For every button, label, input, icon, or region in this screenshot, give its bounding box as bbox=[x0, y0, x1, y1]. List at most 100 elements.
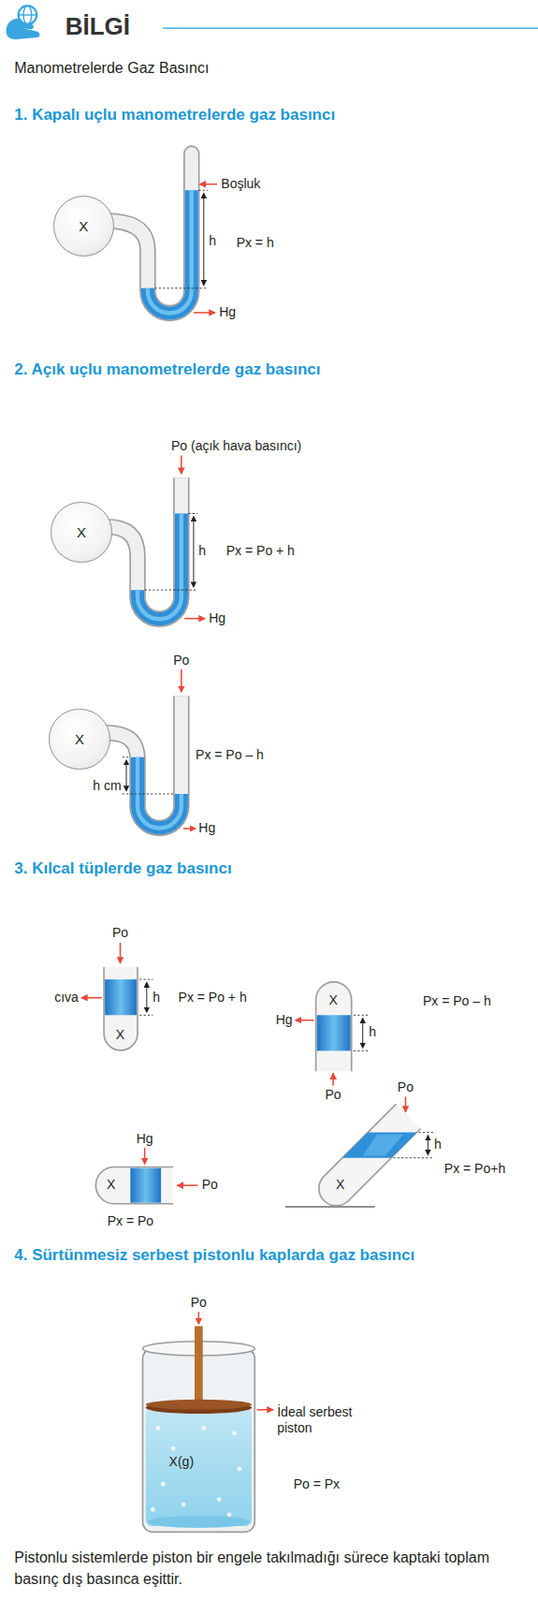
height-label: h bbox=[208, 232, 217, 249]
section-heading: 4. Sürtünmesiz serbest pistonlu kaplarda… bbox=[14, 1244, 415, 1264]
drawing-part bbox=[237, 1465, 243, 1470]
drawing-part bbox=[145, 1398, 252, 1410]
drawing-part bbox=[392, 1156, 433, 1158]
drawing-part bbox=[81, 996, 102, 999]
drawing-part bbox=[155, 1424, 160, 1430]
drawing-part bbox=[285, 1205, 376, 1207]
drawing-part bbox=[150, 1506, 156, 1512]
formula: Px = Po + h bbox=[226, 542, 295, 559]
gas-name: X bbox=[76, 523, 87, 540]
capillary-down bbox=[295, 981, 368, 1086]
drawing-part bbox=[183, 827, 196, 829]
drawing-part bbox=[332, 1072, 335, 1085]
drawing-part bbox=[137, 512, 182, 619]
callout-label: Po bbox=[112, 924, 129, 941]
drawing-part bbox=[147, 189, 192, 313]
drawing-part bbox=[103, 966, 138, 1050]
drawing-part bbox=[363, 1134, 405, 1156]
drawing-part bbox=[203, 193, 204, 286]
height-label: h bbox=[198, 542, 206, 559]
gas-bulb: X bbox=[50, 501, 112, 563]
drawing-part bbox=[199, 183, 218, 186]
callout-label: Hg bbox=[208, 610, 226, 626]
formula: Px = Po + h bbox=[178, 988, 248, 1005]
title: BİLGİ bbox=[65, 13, 131, 43]
callout-label: Po bbox=[325, 1085, 342, 1102]
drawing-part bbox=[194, 1324, 204, 1403]
formula: Px = Po bbox=[107, 1211, 154, 1228]
drawing-part bbox=[137, 756, 182, 829]
drawing-part bbox=[105, 153, 191, 313]
drawing-part bbox=[353, 1049, 368, 1051]
callout-label: Hg bbox=[136, 1130, 154, 1147]
drawing-part bbox=[137, 512, 182, 619]
drawing-part bbox=[198, 189, 208, 191]
drawing-part bbox=[145, 1407, 252, 1526]
gas-name: X bbox=[78, 218, 88, 234]
callout-label: Hg bbox=[198, 819, 216, 836]
drawing-part bbox=[405, 1095, 408, 1111]
drawing-part bbox=[104, 978, 137, 1015]
drawing-part bbox=[126, 759, 128, 791]
drawing-part bbox=[198, 1310, 201, 1324]
height-label: h bbox=[152, 988, 160, 1005]
drawing-part bbox=[176, 1183, 198, 1186]
drawing-part bbox=[160, 1481, 166, 1486]
drawing-part bbox=[201, 1424, 206, 1430]
drawing-part bbox=[193, 311, 216, 314]
callout-label: Po bbox=[397, 1077, 414, 1094]
drawing-part bbox=[184, 617, 205, 620]
open-manometer-high bbox=[105, 454, 205, 619]
gas-label: X bbox=[335, 1176, 345, 1193]
callout-label: İdeal serbest piston bbox=[276, 1403, 374, 1436]
drawing-part bbox=[147, 189, 192, 313]
callout-label: Boşluk bbox=[220, 175, 261, 192]
piston-vessel bbox=[142, 1310, 273, 1531]
formula: Px = h bbox=[236, 234, 275, 251]
height-label: h bbox=[434, 1134, 442, 1151]
callout-label: Po bbox=[190, 1293, 207, 1309]
drawing-part bbox=[103, 695, 182, 828]
drawing-part bbox=[122, 756, 131, 757]
gas-label: X bbox=[116, 1026, 125, 1043]
drawing-part bbox=[144, 1147, 146, 1164]
drawing-part bbox=[122, 792, 175, 794]
callout-label: Po (açık hava basıncı) bbox=[171, 436, 302, 453]
drawing-part bbox=[311, 1103, 421, 1212]
drawing-part bbox=[145, 981, 147, 1012]
drawing-part bbox=[180, 668, 183, 692]
formula: Po = Px bbox=[293, 1474, 340, 1491]
formula: Px = Po – h bbox=[195, 745, 264, 762]
drawing-part bbox=[180, 454, 183, 474]
drawing-part bbox=[192, 516, 194, 587]
drawing-part bbox=[119, 942, 122, 963]
callout-label: Po bbox=[173, 651, 190, 668]
drawing-part bbox=[353, 1014, 368, 1016]
callout-label: cıva bbox=[54, 988, 79, 1005]
gas-label: X bbox=[106, 1176, 116, 1193]
callout-label: Hg bbox=[218, 304, 236, 320]
drawing-part bbox=[419, 1131, 434, 1133]
gas-label: X bbox=[328, 991, 337, 1008]
drawing-part bbox=[311, 1103, 421, 1212]
drawing-part bbox=[317, 1014, 351, 1050]
drawing-part bbox=[130, 1167, 161, 1203]
drawing-part bbox=[103, 695, 182, 828]
capillary-horizontal bbox=[95, 1147, 198, 1204]
drawing-part bbox=[18, 14, 38, 15]
open-manometer-low bbox=[103, 668, 196, 829]
callout-label: Po bbox=[202, 1176, 219, 1193]
drawing-part bbox=[105, 477, 182, 619]
gas-bulb: X bbox=[48, 708, 110, 770]
drawing-part bbox=[316, 981, 352, 1071]
drawing-part bbox=[105, 153, 191, 313]
gas-label: X(g) bbox=[169, 1452, 194, 1469]
formula: Px = Po – h bbox=[422, 992, 492, 1009]
drawing-part bbox=[150, 1424, 242, 1516]
subtitle: Manometrelerde Gaz Basıncı bbox=[14, 58, 209, 77]
drawing-part bbox=[147, 1514, 250, 1527]
drawing-part bbox=[171, 1445, 176, 1451]
drawing-part bbox=[137, 756, 182, 829]
callout-label: Hg bbox=[276, 1011, 293, 1028]
